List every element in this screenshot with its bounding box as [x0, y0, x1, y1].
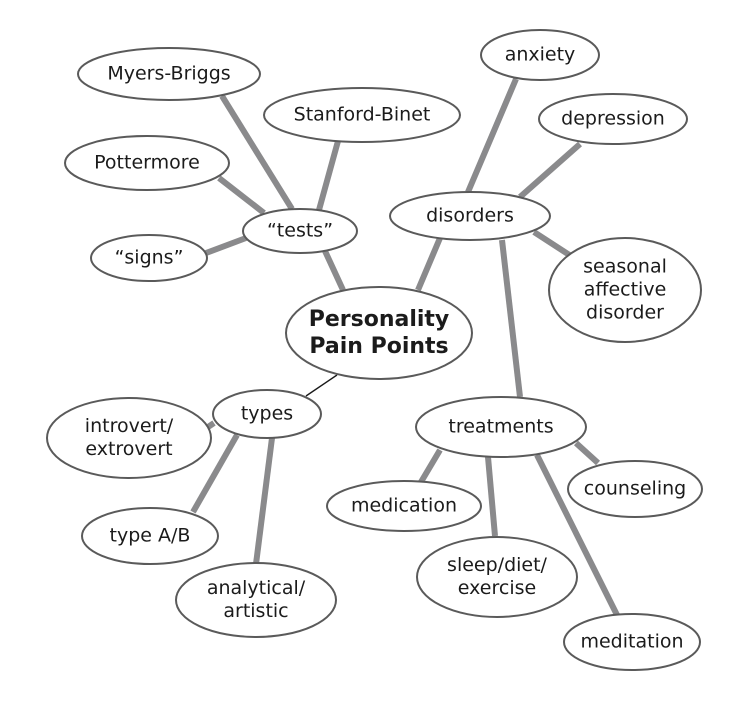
node-label-line: Stanford-Binet [293, 103, 431, 126]
connector-treatments-meditation [534, 453, 620, 617]
node-label-line: artistic [223, 600, 289, 622]
node-label-line: extrovert [85, 438, 173, 460]
node-treatments[interactable]: treatments [448, 416, 553, 439]
node-label-line: types [240, 402, 294, 425]
node-label-line: “signs” [114, 246, 184, 269]
node-ellipse-signs [90, 234, 208, 282]
node-ellipse-treatments [415, 396, 587, 458]
node-disorders[interactable]: disorders [426, 205, 514, 228]
connector-treatments-counseling [573, 440, 601, 466]
node-stanford-binet[interactable]: Stanford-Binet [294, 104, 431, 127]
connector-tests-stanford_binet [316, 140, 341, 211]
node-analytical-artistic[interactable]: analytical/artistic [207, 577, 305, 623]
node-label-line: affective [583, 278, 667, 301]
node-ellipse-depression [538, 93, 688, 145]
node-introvert-extrovert[interactable]: introvert/extrovert [85, 415, 173, 461]
node-label-line: disorders [426, 204, 514, 227]
node-label-line: seasonal [583, 255, 667, 278]
connector-central-tests [322, 249, 346, 292]
connector-tests-signs [204, 235, 248, 256]
node-types[interactable]: types [241, 403, 293, 426]
node-tests[interactable]: “tests” [267, 220, 333, 243]
node-ellipse-stanford_binet [263, 87, 461, 143]
node-counseling[interactable]: counseling [584, 478, 686, 501]
node-ellipse-types [212, 389, 322, 439]
node-label-line: analytical/ [206, 577, 306, 599]
node-label-line: Pottermore [94, 151, 200, 174]
connector-central-types [305, 374, 338, 397]
connector-treatments-medication [418, 448, 443, 484]
connector-disorders-anxiety [465, 77, 519, 194]
node-label-line: counseling [583, 477, 687, 500]
node-anxiety[interactable]: anxiety [505, 44, 576, 67]
node-signs[interactable]: “signs” [115, 247, 184, 270]
node-shapes [46, 29, 703, 671]
node-ellipse-pottermore [64, 135, 230, 191]
node-label-line: type A/B [109, 524, 191, 547]
node-label-line: disorder [586, 301, 664, 324]
connector-types-introvert [206, 420, 216, 430]
connector-types-type_ab [190, 433, 240, 514]
node-depression[interactable]: depression [561, 108, 665, 131]
node-ellipse-central [285, 286, 473, 380]
node-ellipse-disorders [389, 191, 551, 241]
connector-lines [190, 77, 620, 617]
node-label-line: meditation [580, 630, 684, 653]
connector-central-disorders [415, 236, 443, 292]
node-ellipse-medication [326, 480, 482, 532]
node-label-line: exercise [457, 577, 537, 599]
node-ellipse-tests [242, 208, 358, 254]
node-ellipse-meditation [563, 613, 701, 671]
node-label-line: sleep/diet/ [447, 554, 547, 576]
node-myers-briggs[interactable]: Myers-Briggs [107, 63, 230, 86]
connector-disorders-depression [518, 141, 582, 200]
connector-tests-pottermore [217, 175, 266, 216]
node-label-line: Pain Points [309, 334, 449, 359]
node-label-line: anxiety [504, 43, 576, 66]
node-medication[interactable]: medication [351, 495, 457, 518]
node-ellipse-sleep [416, 536, 578, 618]
node-type-ab[interactable]: type A/B [110, 525, 191, 548]
node-label-line: introvert/ [84, 415, 174, 437]
node-ellipse-introvert [46, 397, 212, 479]
node-label-line: Personality [308, 307, 450, 332]
node-ellipse-sad [548, 237, 702, 343]
node-meditation[interactable]: meditation [580, 631, 683, 654]
node-label-line: medication [350, 494, 458, 517]
node-label-line: “tests” [266, 219, 334, 242]
connector-disorders-treatments [499, 239, 523, 398]
node-ellipse-counseling [567, 460, 703, 518]
node-ellipse-myers_briggs [77, 47, 261, 101]
node-ellipse-anxiety [480, 29, 600, 81]
connector-disorders-sad [532, 229, 573, 259]
node-sleep-diet-exercise[interactable]: sleep/diet/exercise [447, 554, 547, 600]
node-label-line: treatments [448, 415, 554, 438]
node-label-line: depression [561, 107, 665, 130]
connector-treatments-sleep [485, 456, 498, 537]
node-ellipse-analytical [175, 562, 337, 638]
connector-tests-myers_briggs [219, 94, 295, 211]
connector-types-analytical [253, 437, 275, 565]
node-ellipse-type_ab [81, 507, 219, 565]
node-label-line: Myers-Briggs [107, 62, 231, 85]
node-pottermore[interactable]: Pottermore [94, 152, 200, 175]
